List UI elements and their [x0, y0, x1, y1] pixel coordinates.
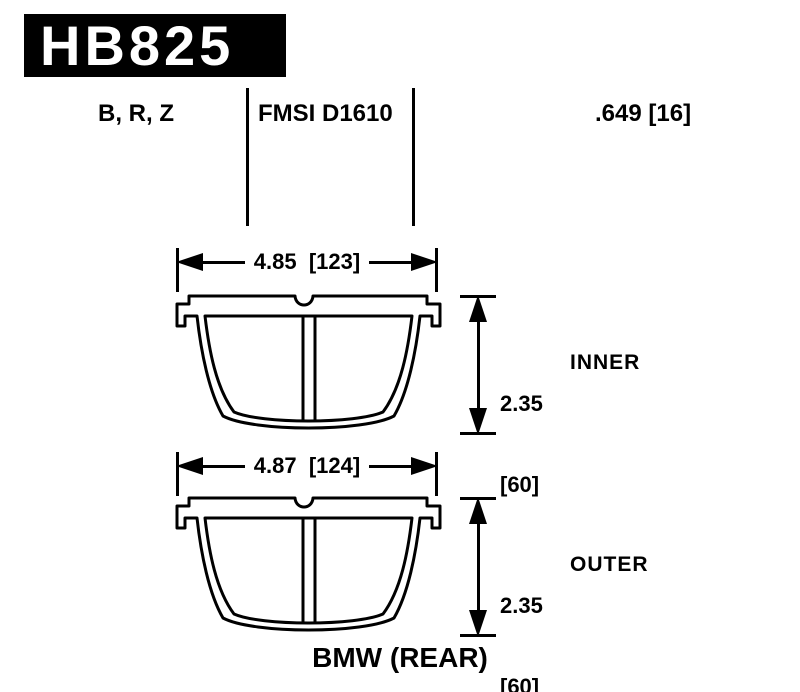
arrowhead-right-icon: [411, 457, 438, 475]
dimension-line: [476, 524, 480, 610]
inner-width-dimension: 4.85 [123]: [176, 246, 438, 292]
outer-thickness-dimension: [460, 497, 496, 637]
fmsi-label: FMSI D1610: [258, 100, 393, 127]
friction-material-outline: [203, 516, 414, 625]
backing-plate-outline: [175, 496, 442, 632]
inner-thickness-value: 2.35 [60]: [500, 336, 543, 552]
arrowhead-left-icon: [176, 253, 203, 271]
friction-material-outline: [203, 314, 414, 423]
outer-width-value: 4.87 [124]: [253, 453, 361, 478]
extension-tick-top: [460, 295, 496, 298]
header-divider-1: [246, 88, 249, 226]
inner-thickness-dimension: [460, 295, 496, 435]
header-divider-2: [412, 88, 415, 226]
extension-tick-right: [435, 248, 438, 292]
extension-tick-top: [460, 497, 496, 500]
outer-thickness-in: 2.35: [500, 593, 543, 618]
dimension-line: [203, 464, 245, 468]
arrowhead-up-icon: [469, 295, 487, 322]
extension-tick-bottom: [460, 634, 496, 637]
arrowhead-left-icon: [176, 457, 203, 475]
application-label: BMW (REAR): [312, 642, 488, 673]
extension-tick-left: [176, 248, 179, 292]
part-number: HB825: [40, 13, 235, 77]
outer-width-dimension: 4.87 [124]: [176, 450, 438, 496]
outer-label: OUTER: [570, 553, 649, 576]
inner-thickness-in: 2.35: [500, 391, 543, 416]
extension-tick-left: [176, 452, 179, 496]
inner-thickness-mm: [60]: [500, 472, 540, 497]
arrowhead-down-icon: [469, 610, 487, 637]
dimension-line: [369, 260, 411, 264]
outer-pad-drawing: [175, 496, 442, 632]
inner-pad-drawing: [175, 294, 442, 430]
inner-label: INNER: [570, 351, 641, 374]
backing-plate-outline: [175, 294, 442, 430]
inner-width-value: 4.85 [123]: [253, 249, 361, 274]
arrowhead-up-icon: [469, 497, 487, 524]
compounds-label: B, R, Z: [98, 100, 174, 127]
extension-tick-right: [435, 452, 438, 496]
dimension-line: [476, 322, 480, 408]
outer-thickness-mm: [60]: [500, 674, 540, 692]
pad-volume-label: .649 [16]: [595, 100, 692, 127]
extension-tick-bottom: [460, 432, 496, 435]
dimension-line: [369, 464, 411, 468]
outer-thickness-value: 2.35 [60]: [500, 538, 543, 692]
arrowhead-right-icon: [411, 253, 438, 271]
dimension-line: [203, 260, 245, 264]
arrowhead-down-icon: [469, 408, 487, 435]
part-number-box: HB825: [24, 14, 286, 77]
